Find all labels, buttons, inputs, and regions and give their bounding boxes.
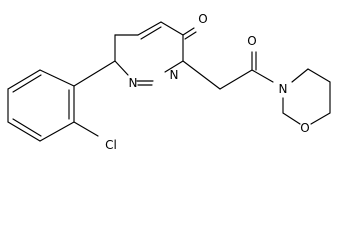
atom-label-carbonyl-oxygen: O: [198, 12, 207, 26]
atom-label-morpholine-oxygen: O: [300, 121, 309, 135]
chlorophenyl-ring-bonds: [7, 60, 116, 142]
side-chain-bonds: [182, 51, 274, 90]
atom-label-ring-nitrogen-upper: N: [170, 68, 179, 82]
atom-label-morpholine-nitrogen: N: [279, 82, 288, 96]
morpholine-ring-bonds: [282, 68, 331, 125]
atom-label-amide-oxygen: O: [247, 34, 256, 48]
atom-label-ring-nitrogen-lower: N: [129, 76, 138, 90]
atom-labels: O N N O N O Cl: [105, 12, 310, 152]
atom-label-chlorine: Cl: [105, 138, 117, 152]
molecule-structure: O N N O N O Cl: [7, 12, 331, 152]
pyridazinone-ring-bonds: [114, 21, 197, 86]
